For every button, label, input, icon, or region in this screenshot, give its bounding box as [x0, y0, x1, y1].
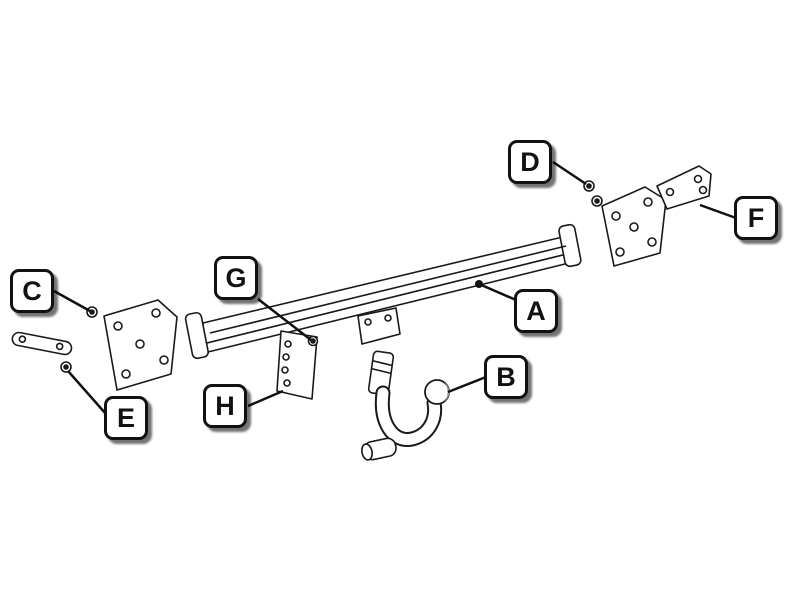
left-bracket — [86, 299, 178, 391]
part-label-f-text: F — [747, 202, 765, 233]
part-label-c-text: C — [22, 275, 42, 306]
part-label-f: F — [734, 196, 778, 240]
right-bracket — [583, 165, 712, 267]
part-label-h-text: H — [215, 390, 235, 421]
part-label-a-text: A — [526, 295, 546, 326]
part-label-g-text: G — [225, 262, 247, 293]
leader-lines — [53, 160, 737, 415]
side-strap — [11, 331, 73, 373]
leader-dot-a — [475, 280, 483, 288]
centre-plate — [276, 307, 401, 400]
part-label-c: C — [10, 269, 54, 313]
part-label-h: H — [203, 384, 247, 428]
part-label-d-text: D — [520, 146, 540, 177]
part-label-d: D — [508, 140, 552, 184]
part-label-b-text: B — [496, 361, 516, 392]
part-label-a: A — [514, 289, 558, 333]
part-label-g: G — [214, 256, 258, 300]
part-label-b: B — [484, 355, 528, 399]
part-label-e: E — [104, 396, 148, 440]
part-label-e-text: E — [116, 402, 135, 433]
swan-neck-towball — [361, 350, 450, 461]
